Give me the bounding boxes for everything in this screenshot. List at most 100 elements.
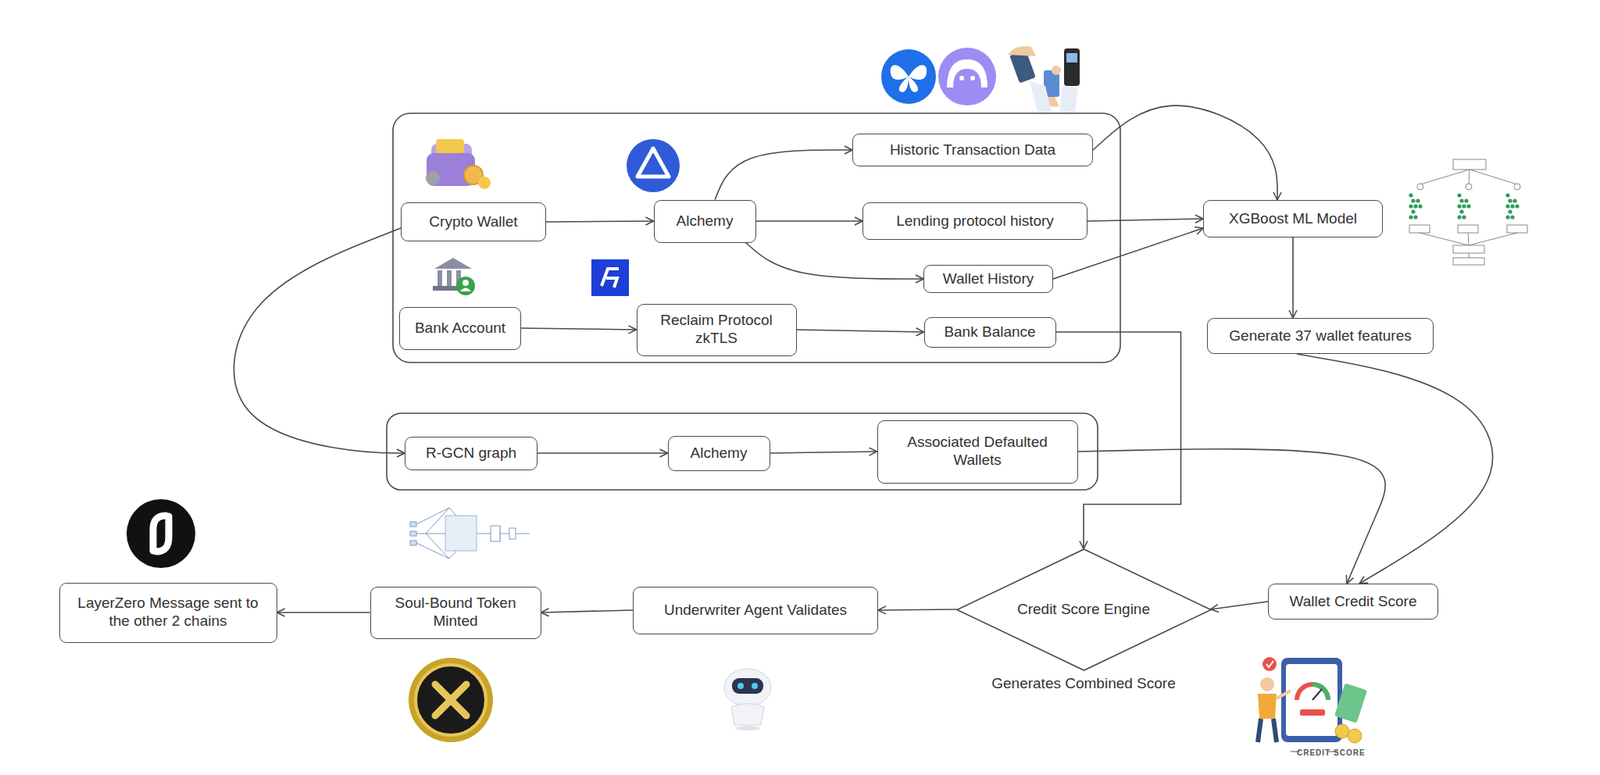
node-label: XGBoost ML Model — [1228, 210, 1358, 229]
tree-dot — [1464, 198, 1468, 203]
node-label: Generate 37 wallet features — [1228, 327, 1411, 346]
flow-arrow — [233, 228, 405, 454]
data-box: Associated Defaulted Wallets — [877, 420, 1079, 484]
flow-arrow — [1087, 218, 1204, 222]
purple-logo — [938, 47, 997, 106]
tree-dot — [1408, 203, 1413, 208]
flow-arrow — [1292, 237, 1294, 318]
tree-dot — [1408, 192, 1413, 197]
tree-dot — [1408, 214, 1413, 219]
tree-dot — [1505, 192, 1510, 197]
node-label: Historic Transaction Data — [889, 141, 1056, 160]
process-box: Generate 37 wallet features — [1207, 317, 1434, 354]
group-panel — [386, 413, 1098, 490]
tree-dot — [1512, 198, 1517, 203]
process-box: Reclaim Protocol zkTLS — [636, 303, 797, 357]
payment-illustration — [1007, 46, 1080, 113]
flow-arrow — [1092, 105, 1278, 200]
node-label: Wallet Credit Score — [1289, 592, 1418, 611]
token-coin — [408, 657, 493, 743]
alchemy-logo — [626, 139, 680, 193]
flow-arrow — [796, 329, 925, 333]
tree-dot — [1461, 203, 1466, 208]
score-box: Wallet Credit Score — [1267, 583, 1439, 620]
process-box: Alchemy — [653, 200, 757, 243]
node-label: Reclaim Protocol zkTLS — [646, 311, 787, 348]
tree-dot — [1410, 209, 1415, 214]
node-label: Wallet History — [942, 270, 1034, 289]
process-box: Alchemy — [667, 435, 771, 472]
flow-arrow — [756, 220, 864, 222]
tree-dot — [1505, 214, 1510, 219]
node-label: Soul-Bound Token Minted — [380, 594, 532, 631]
group-panel — [392, 113, 1121, 363]
tree-dot — [1413, 203, 1418, 208]
flow-arrow — [277, 611, 371, 614]
node-label: Bank Account — [414, 319, 506, 338]
reclaim-logo — [591, 259, 629, 297]
tree-dot — [1507, 198, 1512, 203]
tree-dot — [1413, 214, 1418, 219]
node-label: Crypto Wallet — [428, 213, 518, 232]
tree-dot — [1457, 203, 1461, 208]
tree-dot — [1505, 203, 1510, 208]
decision-diamond: Credit Score EngineGenerates Combined Sc… — [957, 549, 1211, 671]
tree-dot — [1514, 203, 1519, 208]
flow-arrow — [1296, 353, 1493, 584]
credit-score-illustration — [1257, 657, 1368, 752]
tree-dot — [1461, 214, 1466, 219]
process-box: Underwriter Agent Validates — [632, 586, 879, 635]
node-label: Alchemy — [690, 444, 748, 463]
flow-arrow — [521, 328, 637, 330]
butterfly-logo — [881, 49, 936, 104]
network-illustration — [410, 507, 530, 559]
tree-dot — [1466, 203, 1471, 208]
layerzero-logo — [126, 499, 196, 568]
node-label: Lending protocol history — [896, 212, 1054, 231]
tree-dot — [1510, 214, 1515, 219]
flow-arrow — [541, 610, 634, 613]
tree-dot — [1410, 198, 1415, 203]
node-label: R-GCN graph — [425, 444, 517, 463]
tree-dot — [1459, 209, 1464, 214]
process-box: Soul-Bound Token Minted — [370, 586, 542, 640]
flow-arrow — [1078, 449, 1386, 584]
flow-arrow — [878, 609, 958, 611]
process-box: R-GCN graph — [404, 436, 538, 471]
flow-arrow — [770, 451, 878, 454]
decision-tree-illustration — [1409, 159, 1528, 265]
tree-dot — [1415, 198, 1420, 203]
node-label: Underwriter Agent Validates — [664, 601, 847, 620]
source-box: Crypto Wallet — [400, 202, 547, 242]
node-label: Credit Score Engine — [1017, 600, 1150, 619]
wallet-icon — [425, 139, 491, 190]
node-label: LayerZero Message sent to the other 2 ch… — [69, 594, 268, 631]
tree-dot — [1417, 203, 1422, 208]
tree-dots — [1408, 192, 1519, 219]
flow-arrow — [546, 221, 654, 222]
node-label: Alchemy — [676, 212, 734, 231]
model-box: XGBoost ML Model — [1203, 200, 1383, 238]
flow-arrow — [537, 452, 668, 454]
flow-arrow — [714, 150, 853, 200]
illustration-label: CREDIT SCORE — [1296, 748, 1366, 758]
node-caption: Generates Combined Score — [991, 675, 1176, 693]
robot-icon — [724, 668, 772, 731]
flow-arrow — [745, 242, 924, 279]
data-box: Historic Transaction Data — [852, 133, 1093, 167]
bank-icon — [432, 257, 475, 296]
data-box: Lending protocol history — [862, 202, 1088, 240]
data-box: Bank Balance — [924, 317, 1057, 348]
node-label: Associated Defaulted Wallets — [887, 433, 1068, 470]
tree-dot — [1457, 192, 1461, 197]
data-box: Wallet History — [923, 264, 1054, 294]
tree-dot — [1459, 198, 1464, 203]
illustration-label: CHECK — [1311, 714, 1338, 722]
source-box: Bank Account — [399, 307, 522, 350]
tree-dot — [1510, 203, 1515, 208]
tree-dot — [1457, 214, 1461, 219]
tree-dot — [1507, 209, 1512, 214]
